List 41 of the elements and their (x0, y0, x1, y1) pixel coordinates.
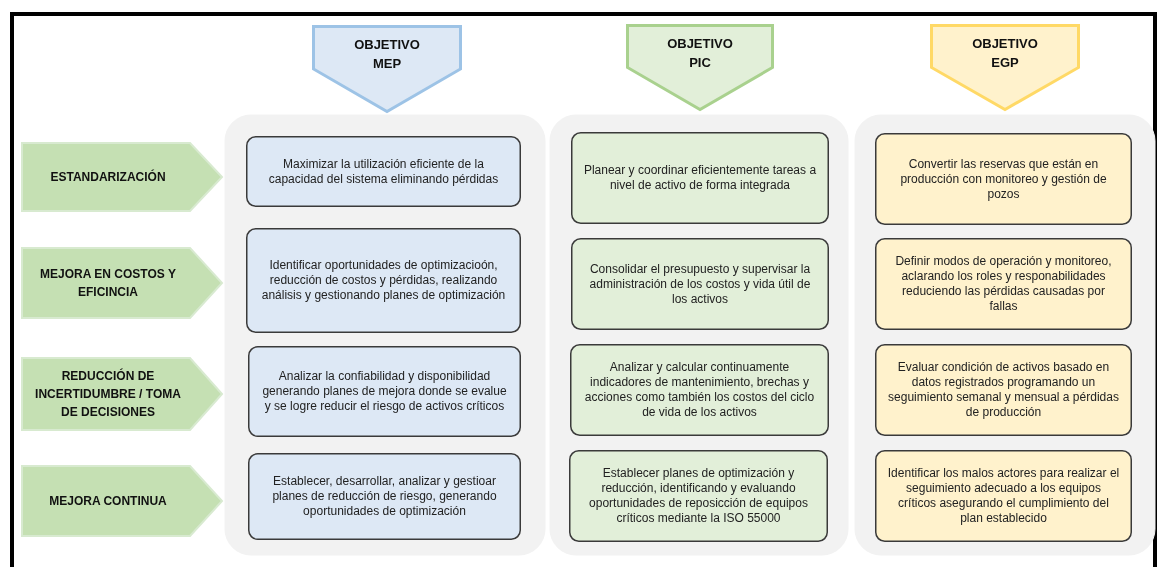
objective-text: Analizar la confiabilidad y disponibilidad generando planes de mejora donde se evalue y se logre reducir el riesgo de activos críticos (261, 369, 508, 414)
objective-text: Planear y coordinar eficientemente tareas a nivel de activo de forma integrada (582, 163, 818, 193)
objective-text: Consolidar el presupuesto y supervisar la administración de los costos y vida útil de los activos (588, 261, 812, 307)
column-panel (225, 115, 545, 555)
objective-header-pentagon (312, 25, 462, 113)
objective-card (570, 344, 829, 436)
objective-card (875, 238, 1132, 330)
column-panel (550, 115, 848, 555)
category-banner (22, 143, 222, 211)
objective-card (569, 450, 828, 542)
objective-header-pentagon (930, 24, 1080, 111)
category-label: MEJORA CONTINUA (48, 493, 168, 510)
objective-card (571, 238, 829, 330)
objective-text: Definir modos de operación y monitoreo, aclarando los roles y responabilidades reduciendo las pérdidas causadas por fallas (894, 254, 1113, 314)
column-panel (855, 115, 1155, 555)
objective-card (248, 346, 521, 437)
objective-card (571, 132, 829, 224)
category-banner (22, 358, 222, 430)
objective-text: Maximizar la utilización eficiente de la capacidad del sistema eliminando pérdidas (267, 156, 500, 187)
objective-card (246, 228, 521, 333)
objective-text: Convertir las reservas que están en producción con monitoreo y gestión de pozos (899, 156, 1108, 202)
objective-text: Identificar los malos actores para realizar el seguimiento adecuado a los equipos críticos asegurando el cumplimiento del plan establecido (886, 466, 1121, 526)
objective-card (875, 450, 1132, 542)
header-label: OBJETIVO MEP (353, 36, 421, 73)
header-label: OBJETIVO EGP (971, 34, 1039, 72)
objective-card (875, 133, 1132, 225)
category-banner (22, 248, 222, 318)
objective-card (248, 453, 521, 540)
objective-text: Evaluar condición de activos basado en datos registrados programando un seguimiento semanal y mensual a pérdidas de producción (887, 360, 1120, 420)
objective-card (875, 344, 1132, 436)
objective-text: Establecer planes de optimización y reducción, identificando y evaluando oportunidades de reposicción de equipos críticos mediante la ISO 55000 (588, 466, 809, 526)
category-banner (22, 466, 222, 536)
objective-card (246, 136, 521, 207)
header-label: OBJETIVO PIC (666, 34, 734, 72)
category-label: REDUCCIÓN DE INCERTIDUMBRE / TOMA DE DECISIONES (34, 367, 182, 421)
objective-text: Establecer, desarrollar, analizar y gestioar planes de reducción de riesgo, generando oportunidades de optimización (271, 474, 498, 519)
category-label: MEJORA EN COSTOS Y EFICINCIA (39, 266, 177, 301)
objective-text: Analizar y calcular continuamente indicadores de mantenimiento, brechas y acciones como también los costos del ciclo de vida de los activos (583, 360, 816, 420)
objective-text: Identificar oportunidades de optimizacioón, reducción de costos y pérdidas, realizando análisis y gestionando planes de optimización (260, 258, 507, 303)
category-label: ESTANDARIZACIÓN (49, 168, 167, 186)
objective-header-pentagon (626, 24, 774, 111)
